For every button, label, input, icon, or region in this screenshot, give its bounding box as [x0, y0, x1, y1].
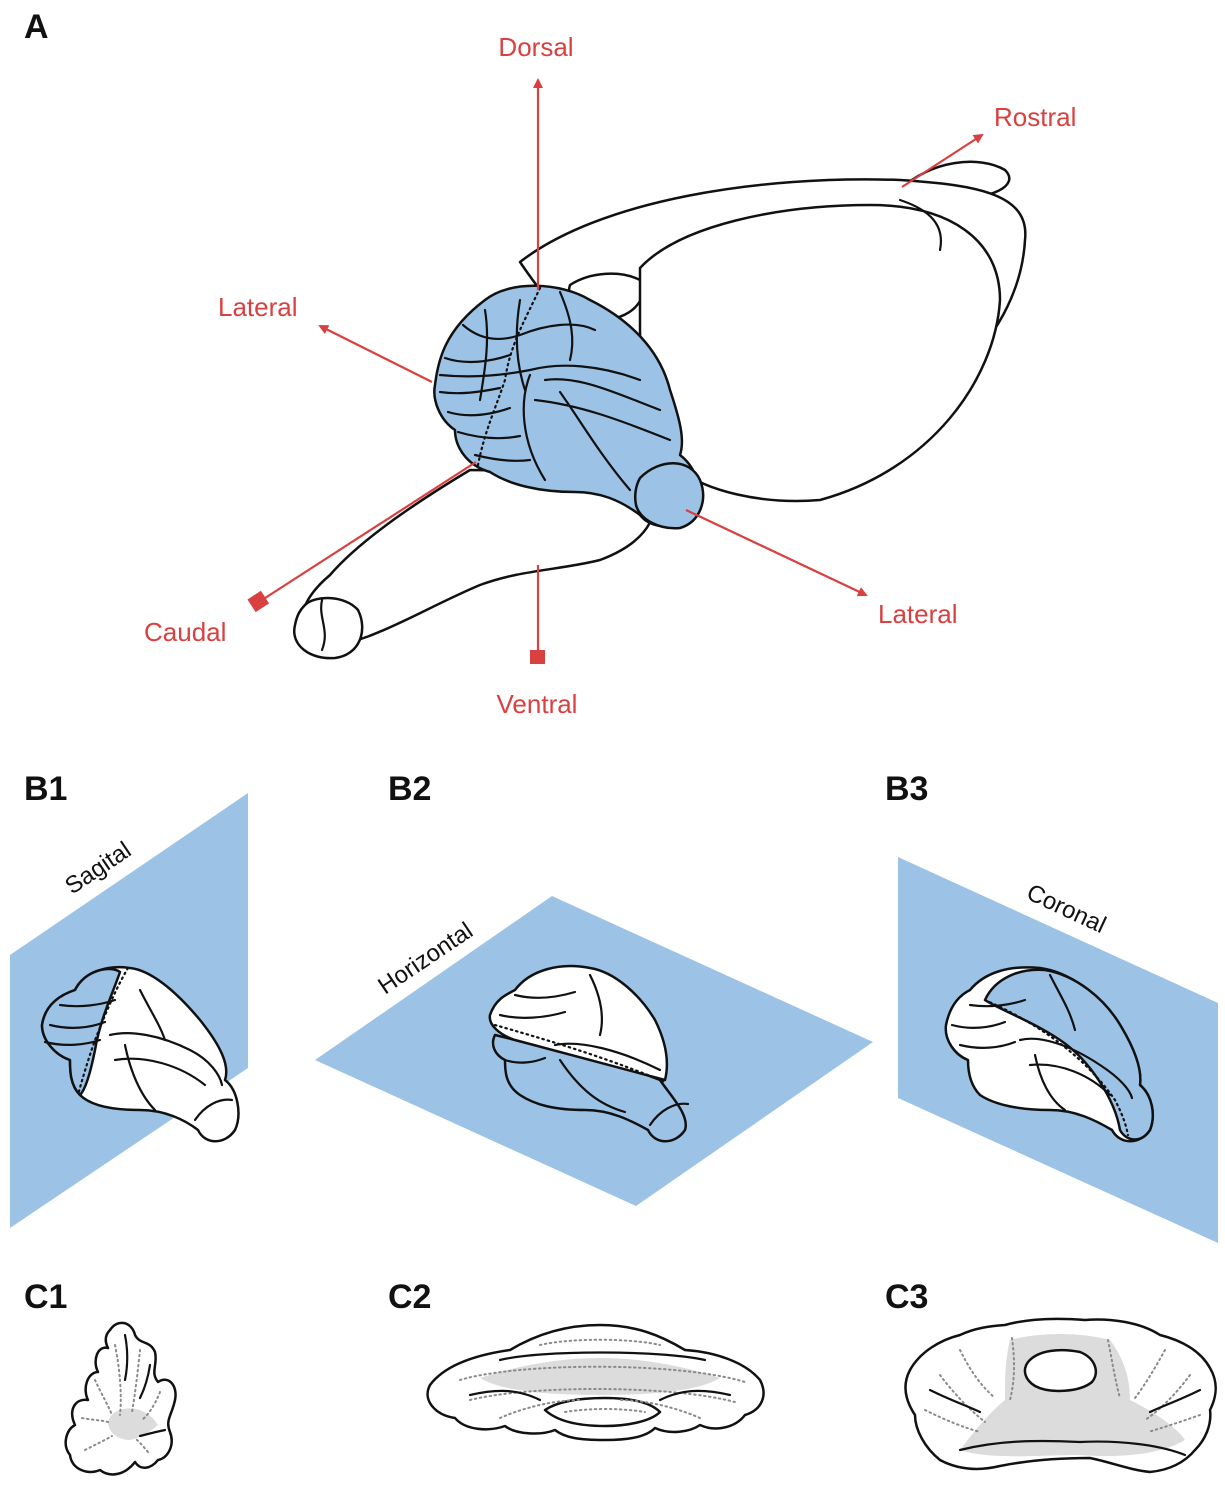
panel-a-label: A	[24, 8, 49, 46]
dorsal-label: Dorsal	[498, 32, 573, 62]
cerebral-hemisphere	[640, 205, 1000, 501]
paraflocculus	[635, 463, 703, 528]
sagittal-section	[66, 1323, 176, 1475]
spinal-cord-tip	[294, 598, 362, 658]
caudal-square-marker	[247, 591, 269, 612]
coronal-section	[905, 1319, 1215, 1472]
caudal-label: Caudal	[144, 617, 226, 647]
coronal-plane-diagram: Coronal	[898, 857, 1218, 1243]
rostral-label: Rostral	[994, 102, 1076, 132]
sagittal-plane-diagram: Sagital	[10, 793, 248, 1228]
fourth-ventricle	[1025, 1350, 1096, 1391]
lateral-right-label: Lateral	[878, 599, 958, 629]
ventral-label: Ventral	[497, 689, 578, 719]
panel-c1-label: C1	[24, 1278, 67, 1316]
panel-c3-label: C3	[885, 1278, 928, 1316]
panel-b3-label: B3	[885, 770, 928, 808]
lateral-left-arrow	[320, 326, 432, 382]
lateral-left-label: Lateral	[218, 292, 298, 322]
brain-3d-drawing	[294, 162, 1025, 658]
panel-c2-label: C2	[388, 1278, 431, 1316]
lateral-right-arrow	[686, 510, 866, 595]
sagittal-section-outline	[66, 1323, 176, 1475]
panel-b1-label: B1	[24, 770, 67, 808]
panel-b2-label: B2	[388, 770, 431, 808]
horizontal-section	[428, 1325, 764, 1440]
horizontal-plane-diagram: Horizontal	[315, 896, 873, 1206]
ventral-square-marker	[530, 650, 545, 664]
